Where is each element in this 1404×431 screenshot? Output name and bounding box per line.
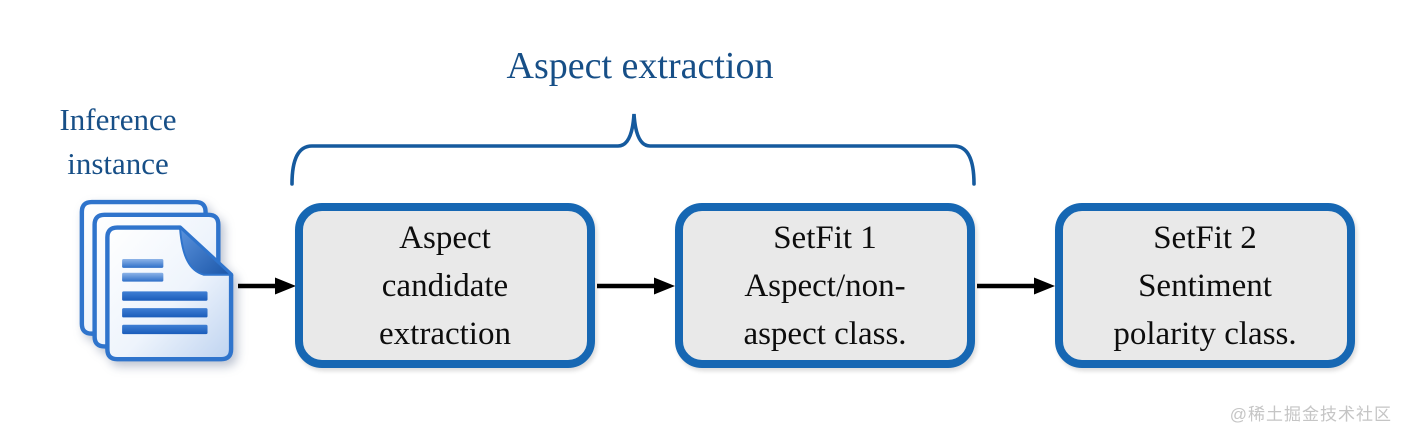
box-line: Aspect/non-	[744, 267, 906, 304]
watermark: @稀土掘金技术社区	[1229, 405, 1392, 424]
box-line: SetFit 2	[1153, 219, 1257, 256]
box-line: polarity class.	[1113, 315, 1297, 352]
source-label-line1: Inference	[59, 102, 177, 137]
brace	[290, 113, 976, 186]
diagram-title: Aspect extraction	[506, 45, 774, 87]
box-line: candidate	[381, 267, 509, 304]
arrow-right-icon	[238, 277, 296, 295]
step-box-aspect-candidate-extraction: Aspect candidate extraction	[295, 203, 595, 368]
box-line: Sentiment	[1138, 267, 1272, 304]
box-line: SetFit 1	[773, 219, 877, 256]
step-box-setfit-2: SetFit 2 Sentiment polarity class.	[1055, 203, 1355, 368]
source-label: Inference instance	[18, 98, 218, 186]
step-box-setfit-1: SetFit 1 Aspect/non- aspect class.	[675, 203, 975, 368]
box-line: Aspect	[399, 219, 491, 256]
box-line: extraction	[379, 315, 511, 352]
arrow-right-icon	[597, 277, 675, 295]
source-label-line2: instance	[67, 146, 169, 181]
documents-stack-icon	[79, 199, 234, 362]
arrow-right-icon	[977, 277, 1055, 295]
box-line: aspect class.	[743, 315, 907, 352]
